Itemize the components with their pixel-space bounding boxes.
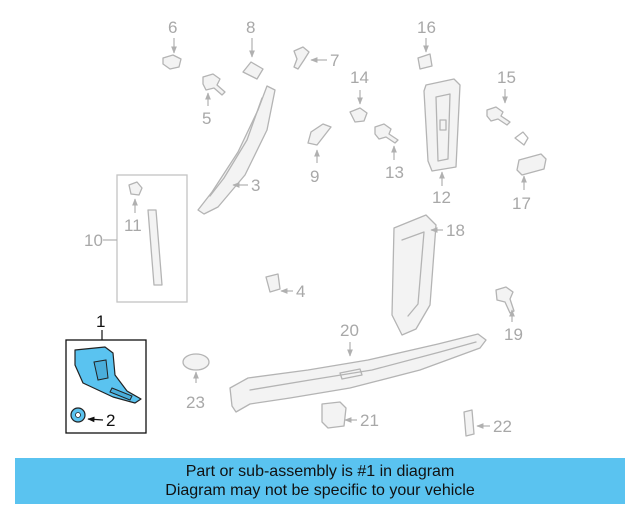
callout-8: 8	[246, 18, 255, 37]
callout-3: 3	[251, 176, 260, 195]
part-1-kick-panel: 1	[65, 312, 147, 434]
part-14-clip: 14	[349, 68, 369, 123]
part-10-assembly-box: 10 11	[84, 174, 188, 303]
part-20-sill-plate: 20	[229, 321, 487, 413]
callout-1: 1	[96, 312, 105, 331]
callout-21: 21	[360, 411, 379, 430]
part-8-bracket: 8	[242, 18, 264, 80]
callout-16: 16	[417, 18, 436, 37]
callout-17: 17	[512, 194, 531, 213]
banner-line-2: Diagram may not be specific to your vehi…	[165, 482, 475, 499]
callout-15: 15	[497, 68, 516, 87]
part-7-screw: 7	[293, 46, 339, 70]
callout-13: 13	[385, 163, 404, 182]
banner-line-1: Part or sub-assembly is #1 in diagram	[185, 463, 455, 480]
callout-22: 22	[493, 417, 512, 436]
callout-9: 9	[310, 167, 319, 186]
part-23-grommet: 23	[182, 353, 210, 412]
part-4-clip: 4	[265, 273, 305, 301]
part-22-clip: 22	[463, 409, 512, 437]
part-16-clip: 16	[417, 18, 436, 70]
callout-12: 12	[432, 188, 451, 207]
part-2-clip: 2	[70, 407, 115, 430]
callout-18: 18	[446, 221, 465, 240]
callout-4: 4	[296, 282, 305, 301]
callout-23: 23	[186, 393, 205, 412]
info-banner: Part or sub-assembly is #1 in diagram Di…	[15, 458, 625, 504]
part-5-bolt: 5	[202, 73, 226, 128]
part-21-clip: 21	[321, 401, 379, 430]
part-19-bolt: 19	[495, 286, 523, 344]
callout-10: 10	[84, 231, 103, 250]
part-15-bolt: 15	[486, 68, 516, 126]
part-13-bolt: 13	[374, 123, 404, 182]
callout-14: 14	[350, 68, 369, 87]
parts-diagram: 6 8 7 5 3 10 11 9	[65, 18, 547, 437]
part-12-pillar-upper: 12	[423, 78, 461, 207]
callout-5: 5	[202, 109, 211, 128]
part-9-cover: 9	[307, 123, 332, 186]
callout-19: 19	[504, 325, 523, 344]
callout-20: 20	[340, 321, 359, 340]
callout-11: 11	[124, 216, 142, 235]
callout-6: 6	[168, 18, 177, 37]
part-17-badge: 17	[512, 131, 547, 213]
part-6-clip: 6	[162, 18, 182, 70]
callout-7: 7	[330, 51, 339, 70]
part-3-pillar-trim: 3	[197, 85, 276, 215]
part-18-pillar-lower: 18	[391, 214, 465, 336]
callout-2: 2	[106, 411, 115, 430]
